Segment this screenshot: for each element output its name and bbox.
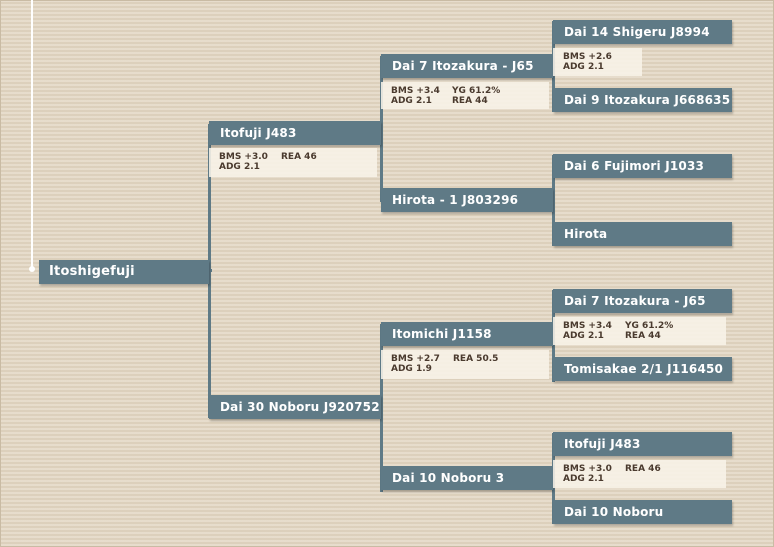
node-g5[interactable]: Dai 7 Itozakura - J65: [553, 289, 732, 313]
info-bms: BMS +2.6: [563, 52, 612, 62]
info-sire-sire: BMS +3.4 ADG 2.1 YG 61.2% REA 44: [381, 82, 549, 109]
info-bms: BMS +3.0: [219, 152, 268, 162]
info-adg: ADG 2.1: [563, 331, 604, 341]
info-adg: ADG 2.1: [563, 62, 604, 72]
info-adg: ADG 2.1: [563, 474, 604, 484]
info-g1: BMS +2.6 ADG 2.1: [553, 48, 642, 76]
info-sire: BMS +3.0 ADG 2.1 REA 46: [209, 148, 377, 177]
node-g2[interactable]: Dai 9 Itozakura J668635: [553, 88, 732, 112]
info-bms: BMS +3.0: [563, 464, 612, 474]
info-rea: REA 46: [281, 152, 317, 162]
info-adg: ADG 2.1: [219, 162, 260, 172]
node-sire[interactable]: Itofuji J483: [209, 121, 381, 145]
info-g7: BMS +3.0 ADG 2.1 REA 46: [553, 460, 726, 488]
info-dam-sire: BMS +2.7 ADG 1.9 REA 50.5: [381, 350, 549, 379]
node-g4[interactable]: Hirota: [553, 222, 732, 246]
node-g7[interactable]: Itofuji J483: [553, 432, 732, 456]
info-bms: BMS +2.7: [391, 354, 440, 364]
node-g1[interactable]: Dai 14 Shigeru J8994: [553, 20, 732, 44]
info-rea: REA 44: [625, 331, 661, 341]
node-dam[interactable]: Dai 30 Noboru J920752: [209, 395, 381, 419]
connector-sire-dam: [552, 155, 555, 246]
info-yg: YG 61.2%: [625, 321, 674, 331]
info-bms: BMS +3.4: [391, 86, 440, 96]
node-dam-sire[interactable]: Itomichi J1158: [381, 322, 553, 346]
node-sire-sire[interactable]: Dai 7 Itozakura - J65: [381, 54, 553, 78]
lead-dot: [29, 266, 35, 272]
node-g3[interactable]: Dai 6 Fujimori J1033: [553, 154, 732, 178]
connector-dam: [380, 324, 383, 492]
connector-sire: [380, 56, 383, 202]
info-yg: YG 61.2%: [452, 86, 501, 96]
node-sire-dam[interactable]: Hirota - 1 J803296: [381, 188, 553, 212]
lead-line: [31, 0, 33, 268]
info-g5: BMS +3.4 ADG 2.1 YG 61.2% REA 44: [553, 317, 726, 345]
connector-root-h: [208, 269, 212, 272]
node-g6[interactable]: Tomisakae 2/1 J116450: [553, 357, 732, 381]
info-rea: REA 44: [452, 96, 488, 106]
node-g8[interactable]: Dai 10 Noboru: [553, 500, 732, 524]
info-rea: REA 46: [625, 464, 661, 474]
info-bms: BMS +3.4: [563, 321, 612, 331]
info-adg: ADG 2.1: [391, 96, 432, 106]
node-root[interactable]: Itoshigefuji: [39, 260, 209, 284]
info-rea: REA 50.5: [453, 354, 499, 364]
node-dam-dam[interactable]: Dai 10 Noboru 3: [381, 466, 553, 490]
info-adg: ADG 1.9: [391, 364, 432, 374]
